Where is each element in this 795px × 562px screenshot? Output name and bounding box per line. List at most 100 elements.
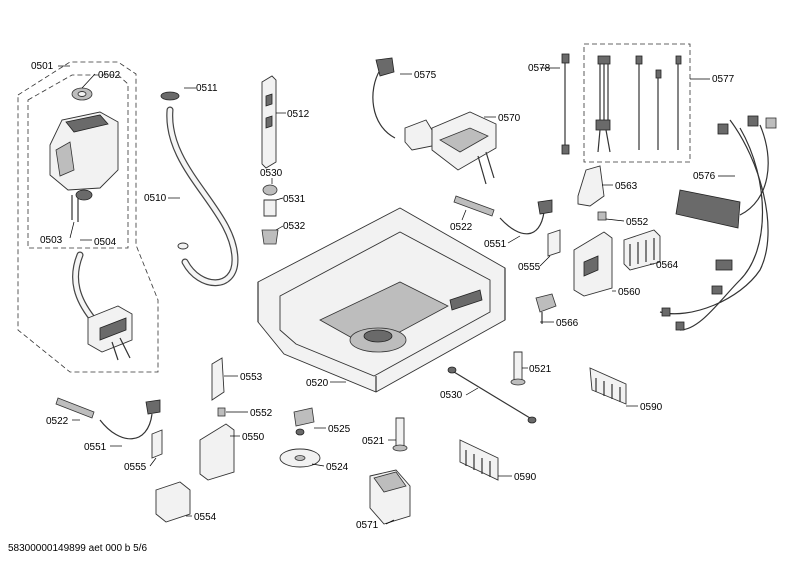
label-0555-bottom: 0555 [124, 462, 147, 473]
part-0525-nut [295, 428, 305, 436]
hinge-0563 [577, 165, 605, 207]
wiring-harness-0576 [659, 115, 777, 331]
label-0590-bottom: 0590 [514, 472, 537, 483]
screw-0521a-head [510, 378, 526, 386]
label-0525: 0525 [328, 424, 351, 435]
bracket-0554 [155, 481, 191, 523]
label-0524: 0524 [326, 462, 349, 473]
leader-lines [58, 65, 735, 525]
cable-connector [404, 119, 433, 151]
supply-hose-group [160, 91, 239, 287]
label-0550: 0550 [242, 432, 265, 443]
rod-0530 [453, 371, 531, 419]
screw-0521b-head [392, 444, 408, 452]
label-0552-bottom: 0552 [250, 408, 273, 419]
bracket-0560-slot [583, 255, 599, 277]
label-0530-bottom: 0530 [440, 390, 463, 401]
label-0520: 0520 [306, 378, 329, 389]
label-0504: 0504 [94, 237, 117, 248]
drawing-code: 58300000149899 aet 000 b 5/6 [8, 543, 147, 554]
label-0511: 0511 [196, 83, 218, 94]
control-module-top [439, 127, 489, 153]
strip-0522b [55, 397, 95, 419]
label-0560: 0560 [618, 287, 641, 298]
cable-0578-top [561, 53, 570, 64]
wire-set-box [583, 43, 691, 163]
hose-clamp [160, 91, 180, 101]
label-0501: 0501 [31, 61, 54, 72]
rod-0530-end2 [527, 416, 537, 424]
valve-top [65, 114, 109, 133]
power-plug [375, 57, 395, 77]
label-0578: 0578 [528, 63, 551, 74]
part-labels: 0501 0502 0503 0504 0511 0510 0512 0530 … [31, 61, 735, 531]
connector-0551b [145, 399, 161, 415]
module-wires [477, 151, 495, 185]
base-slot [449, 289, 483, 311]
clip-0555a [547, 229, 561, 257]
label-0571: 0571 [356, 520, 379, 531]
connector-0551a [537, 199, 553, 215]
label-0590-right: 0590 [640, 402, 663, 413]
screw-0521b [395, 417, 405, 449]
screw-0552b [217, 407, 226, 417]
label-0576: 0576 [693, 171, 716, 182]
label-0554: 0554 [194, 512, 217, 523]
label-0570: 0570 [498, 113, 521, 124]
label-0551-bottom: 0551 [84, 442, 107, 453]
bracket-0550 [199, 423, 235, 481]
clip-0555b [151, 429, 163, 459]
bolt-0531 [263, 199, 277, 217]
label-0566: 0566 [556, 318, 579, 329]
assembly-outline [17, 61, 159, 373]
grille-0590b [459, 439, 499, 481]
bracket-0512-slots [265, 93, 273, 129]
seal-ring-hole [77, 91, 87, 97]
label-0530-top: 0530 [260, 168, 283, 179]
label-0531: 0531 [283, 194, 306, 205]
label-0532: 0532 [283, 221, 306, 232]
label-0502: 0502 [98, 70, 121, 81]
cable-0551a [499, 211, 545, 235]
grille-0564-bars [629, 238, 655, 266]
grille-0590b-bars [465, 450, 491, 477]
subassembly-outline [27, 74, 129, 249]
label-0522-bottom: 0522 [46, 416, 69, 427]
airbreak-wires [111, 337, 131, 361]
power-cable [372, 69, 396, 139]
housing-0571-top [373, 471, 407, 493]
supply-hose [166, 106, 239, 287]
valve-contacts [71, 195, 79, 222]
grille-0564 [623, 229, 661, 271]
label-0577: 0577 [712, 74, 735, 85]
cable-0578-bottom [561, 144, 570, 155]
label-0521-bottom: 0521 [362, 436, 385, 447]
bottom-seal [75, 189, 93, 201]
nut-0530 [262, 184, 278, 196]
label-0551-top: 0551 [484, 239, 507, 250]
label-0563: 0563 [615, 181, 638, 192]
screw-0521a [513, 351, 523, 383]
label-0522-top: 0522 [450, 222, 473, 233]
strip-0522a [453, 195, 495, 217]
hose-ring [177, 242, 189, 250]
grille-0590a [589, 367, 627, 405]
rod-0530-end1 [447, 366, 457, 374]
wire-set-0577 [595, 55, 682, 153]
drain-hose-inner [73, 252, 95, 321]
base-edges [257, 268, 506, 392]
label-0553: 0553 [240, 372, 263, 383]
sensor-0566 [535, 293, 557, 313]
label-0521-right: 0521 [529, 364, 552, 375]
supply-hose-inner [167, 107, 238, 286]
screw-0552a [597, 211, 607, 221]
valve-side [55, 141, 75, 177]
label-0555-top: 0555 [518, 262, 541, 273]
cap-0532 [261, 229, 279, 245]
label-0503: 0503 [40, 235, 63, 246]
part-0525 [293, 407, 315, 427]
disc-0524-hub [294, 455, 306, 461]
cable-0551b [99, 413, 153, 440]
